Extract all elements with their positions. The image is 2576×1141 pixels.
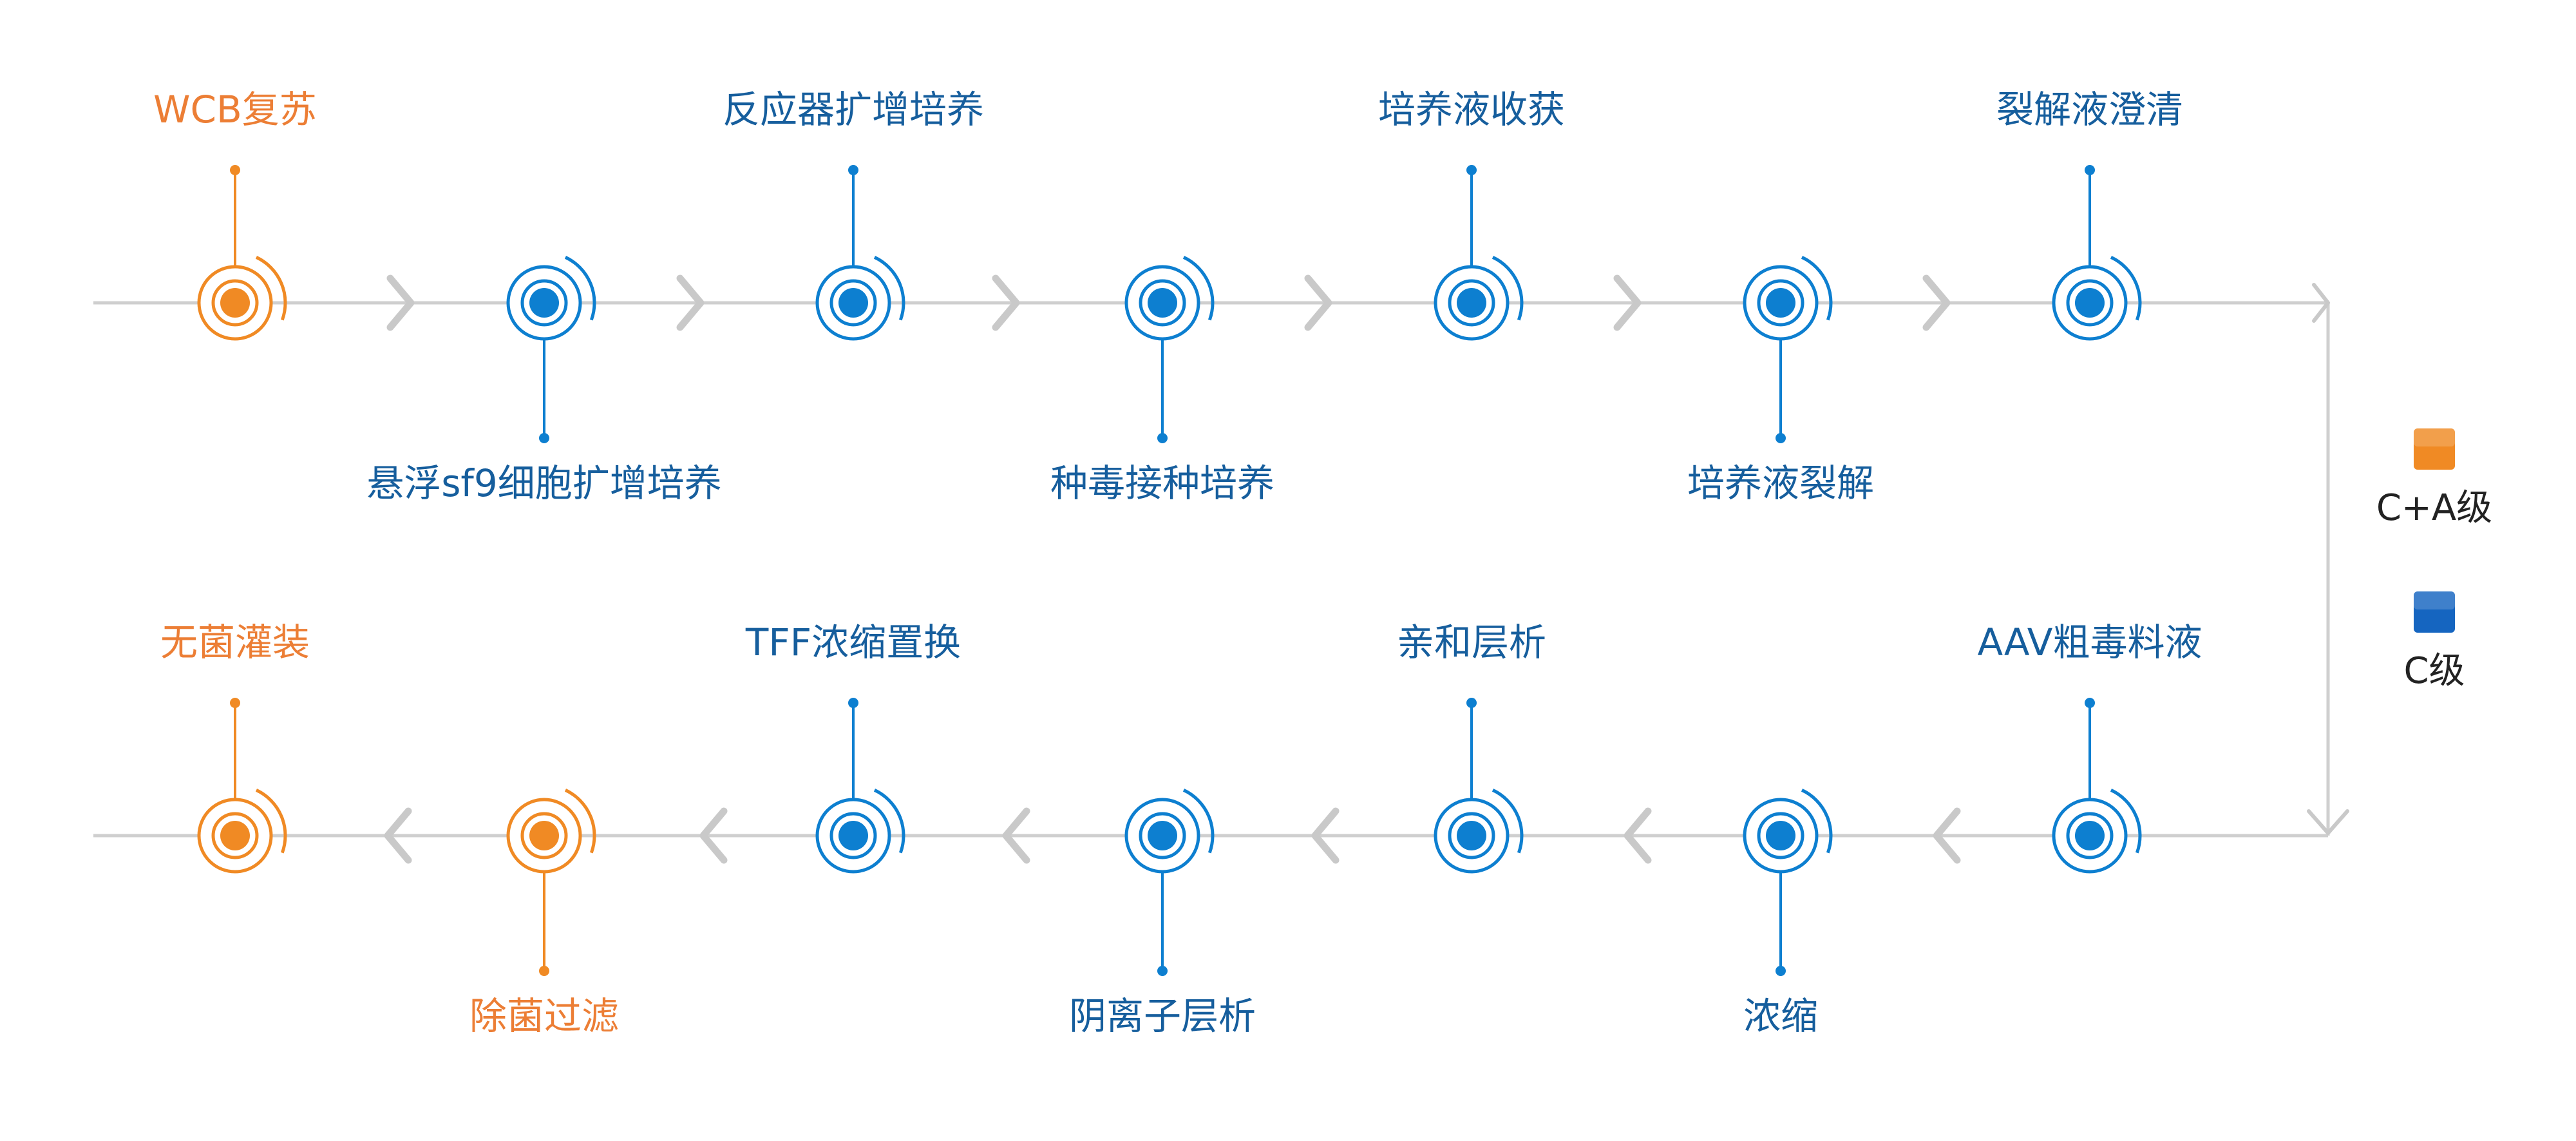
node-stem-dot — [539, 433, 549, 443]
node-label: 裂解液澄清 — [1996, 88, 2183, 131]
chevron-left-icon — [1933, 807, 1961, 864]
right-arrow-icon — [2312, 283, 2330, 323]
node-stem-dot — [848, 698, 858, 708]
node-label: 亲和层析 — [1397, 620, 1546, 664]
process-node: TFF浓缩置换 — [745, 620, 961, 874]
chevron-left-icon — [384, 807, 412, 864]
node-label: 培养液收获 — [1378, 88, 1565, 131]
chevron-left-icon — [1624, 807, 1652, 864]
node-accent-arc — [564, 256, 596, 321]
node-label: WCB复苏 — [153, 88, 317, 131]
node-stem-dot — [1157, 433, 1168, 443]
legend-item: C级 — [2403, 591, 2465, 692]
legend-label: C级 — [2403, 650, 2465, 692]
node-stem-dot — [1776, 433, 1786, 443]
process-node: WCB复苏 — [153, 88, 317, 341]
node-label: TFF浓缩置换 — [745, 620, 961, 664]
process-node: 悬浮sf9细胞扩增培养 — [366, 256, 722, 505]
node-core-dot — [1766, 288, 1795, 318]
node-core-dot — [529, 288, 559, 318]
node-accent-arc — [1801, 789, 1833, 854]
node-stem-dot — [1466, 165, 1477, 175]
node-accent-arc — [255, 789, 287, 854]
process-node: 阴离子层析 — [1069, 789, 1256, 1038]
node-label: 培养液裂解 — [1687, 461, 1874, 505]
node-core-dot — [838, 821, 868, 850]
node-stem-dot — [1466, 698, 1477, 708]
process-node: 裂解液澄清 — [1996, 88, 2183, 341]
node-stem-dot — [2085, 165, 2095, 175]
node-accent-arc — [1182, 789, 1215, 854]
legend-item: C+A级 — [2376, 428, 2492, 529]
chevron-right-icon — [1304, 274, 1332, 331]
node-accent-arc — [1492, 256, 1524, 321]
node-stem-dot — [230, 698, 240, 708]
node-accent-arc — [2110, 789, 2142, 854]
node-core-dot — [220, 821, 250, 850]
node-core-dot — [1148, 821, 1177, 850]
node-core-dot — [838, 288, 868, 318]
chevron-right-icon — [386, 274, 415, 331]
node-label: 阴离子层析 — [1069, 994, 1256, 1038]
chevron-right-icon — [676, 274, 705, 331]
node-core-dot — [1766, 821, 1795, 850]
legend-icon-highlight — [2414, 591, 2455, 609]
node-core-dot — [1457, 821, 1486, 850]
node-accent-arc — [1801, 256, 1833, 321]
process-node: 亲和层析 — [1397, 620, 1546, 874]
node-stem-dot — [1776, 966, 1786, 976]
chevron-right-icon — [1922, 274, 1951, 331]
node-stem-dot — [2085, 698, 2095, 708]
orange-square-icon — [2414, 428, 2455, 470]
process-node: 浓缩 — [1743, 789, 1833, 1038]
blue-square-icon — [2414, 591, 2455, 633]
node-core-dot — [220, 288, 250, 318]
node-core-dot — [1457, 288, 1486, 318]
node-label: 无菌灌装 — [160, 620, 310, 664]
node-stem-dot — [230, 165, 240, 175]
process-node: 除菌过滤 — [469, 789, 619, 1038]
node-stem-dot — [848, 165, 858, 175]
node-accent-arc — [564, 789, 596, 854]
node-accent-arc — [873, 789, 905, 854]
node-label: AAV粗毒料液 — [1978, 620, 2202, 664]
node-accent-arc — [1182, 256, 1215, 321]
chevron-right-icon — [992, 274, 1020, 331]
node-accent-arc — [255, 256, 287, 321]
node-accent-arc — [1492, 789, 1524, 854]
node-accent-arc — [2110, 256, 2142, 321]
process-node: 无菌灌装 — [160, 620, 310, 874]
node-stem-dot — [539, 966, 549, 976]
node-stem-dot — [1157, 966, 1168, 976]
node-core-dot — [529, 821, 559, 850]
chevron-left-icon — [1002, 807, 1030, 864]
chevron-left-icon — [699, 807, 728, 864]
process-node: 培养液收获 — [1378, 88, 1565, 341]
node-label: 浓缩 — [1743, 994, 1818, 1038]
legend-label: C+A级 — [2376, 487, 2492, 529]
node-label: 除菌过滤 — [469, 994, 619, 1038]
node-label: 反应器扩增培养 — [723, 88, 984, 131]
process-node: 种毒接种培养 — [1050, 256, 1274, 505]
node-accent-arc — [873, 256, 905, 321]
process-node: AAV粗毒料液 — [1978, 620, 2202, 874]
node-core-dot — [2075, 288, 2105, 318]
node-label: 悬浮sf9细胞扩增培养 — [366, 461, 722, 505]
process-node: 反应器扩增培养 — [723, 88, 984, 341]
node-label: 种毒接种培养 — [1050, 461, 1274, 505]
chevron-left-icon — [1311, 807, 1340, 864]
process-node: 培养液裂解 — [1687, 256, 1874, 505]
legend-icon-highlight — [2414, 428, 2455, 446]
node-core-dot — [2075, 821, 2105, 850]
chevron-right-icon — [1613, 274, 1642, 331]
down-arrow-icon — [2307, 809, 2349, 835]
node-core-dot — [1148, 288, 1177, 318]
